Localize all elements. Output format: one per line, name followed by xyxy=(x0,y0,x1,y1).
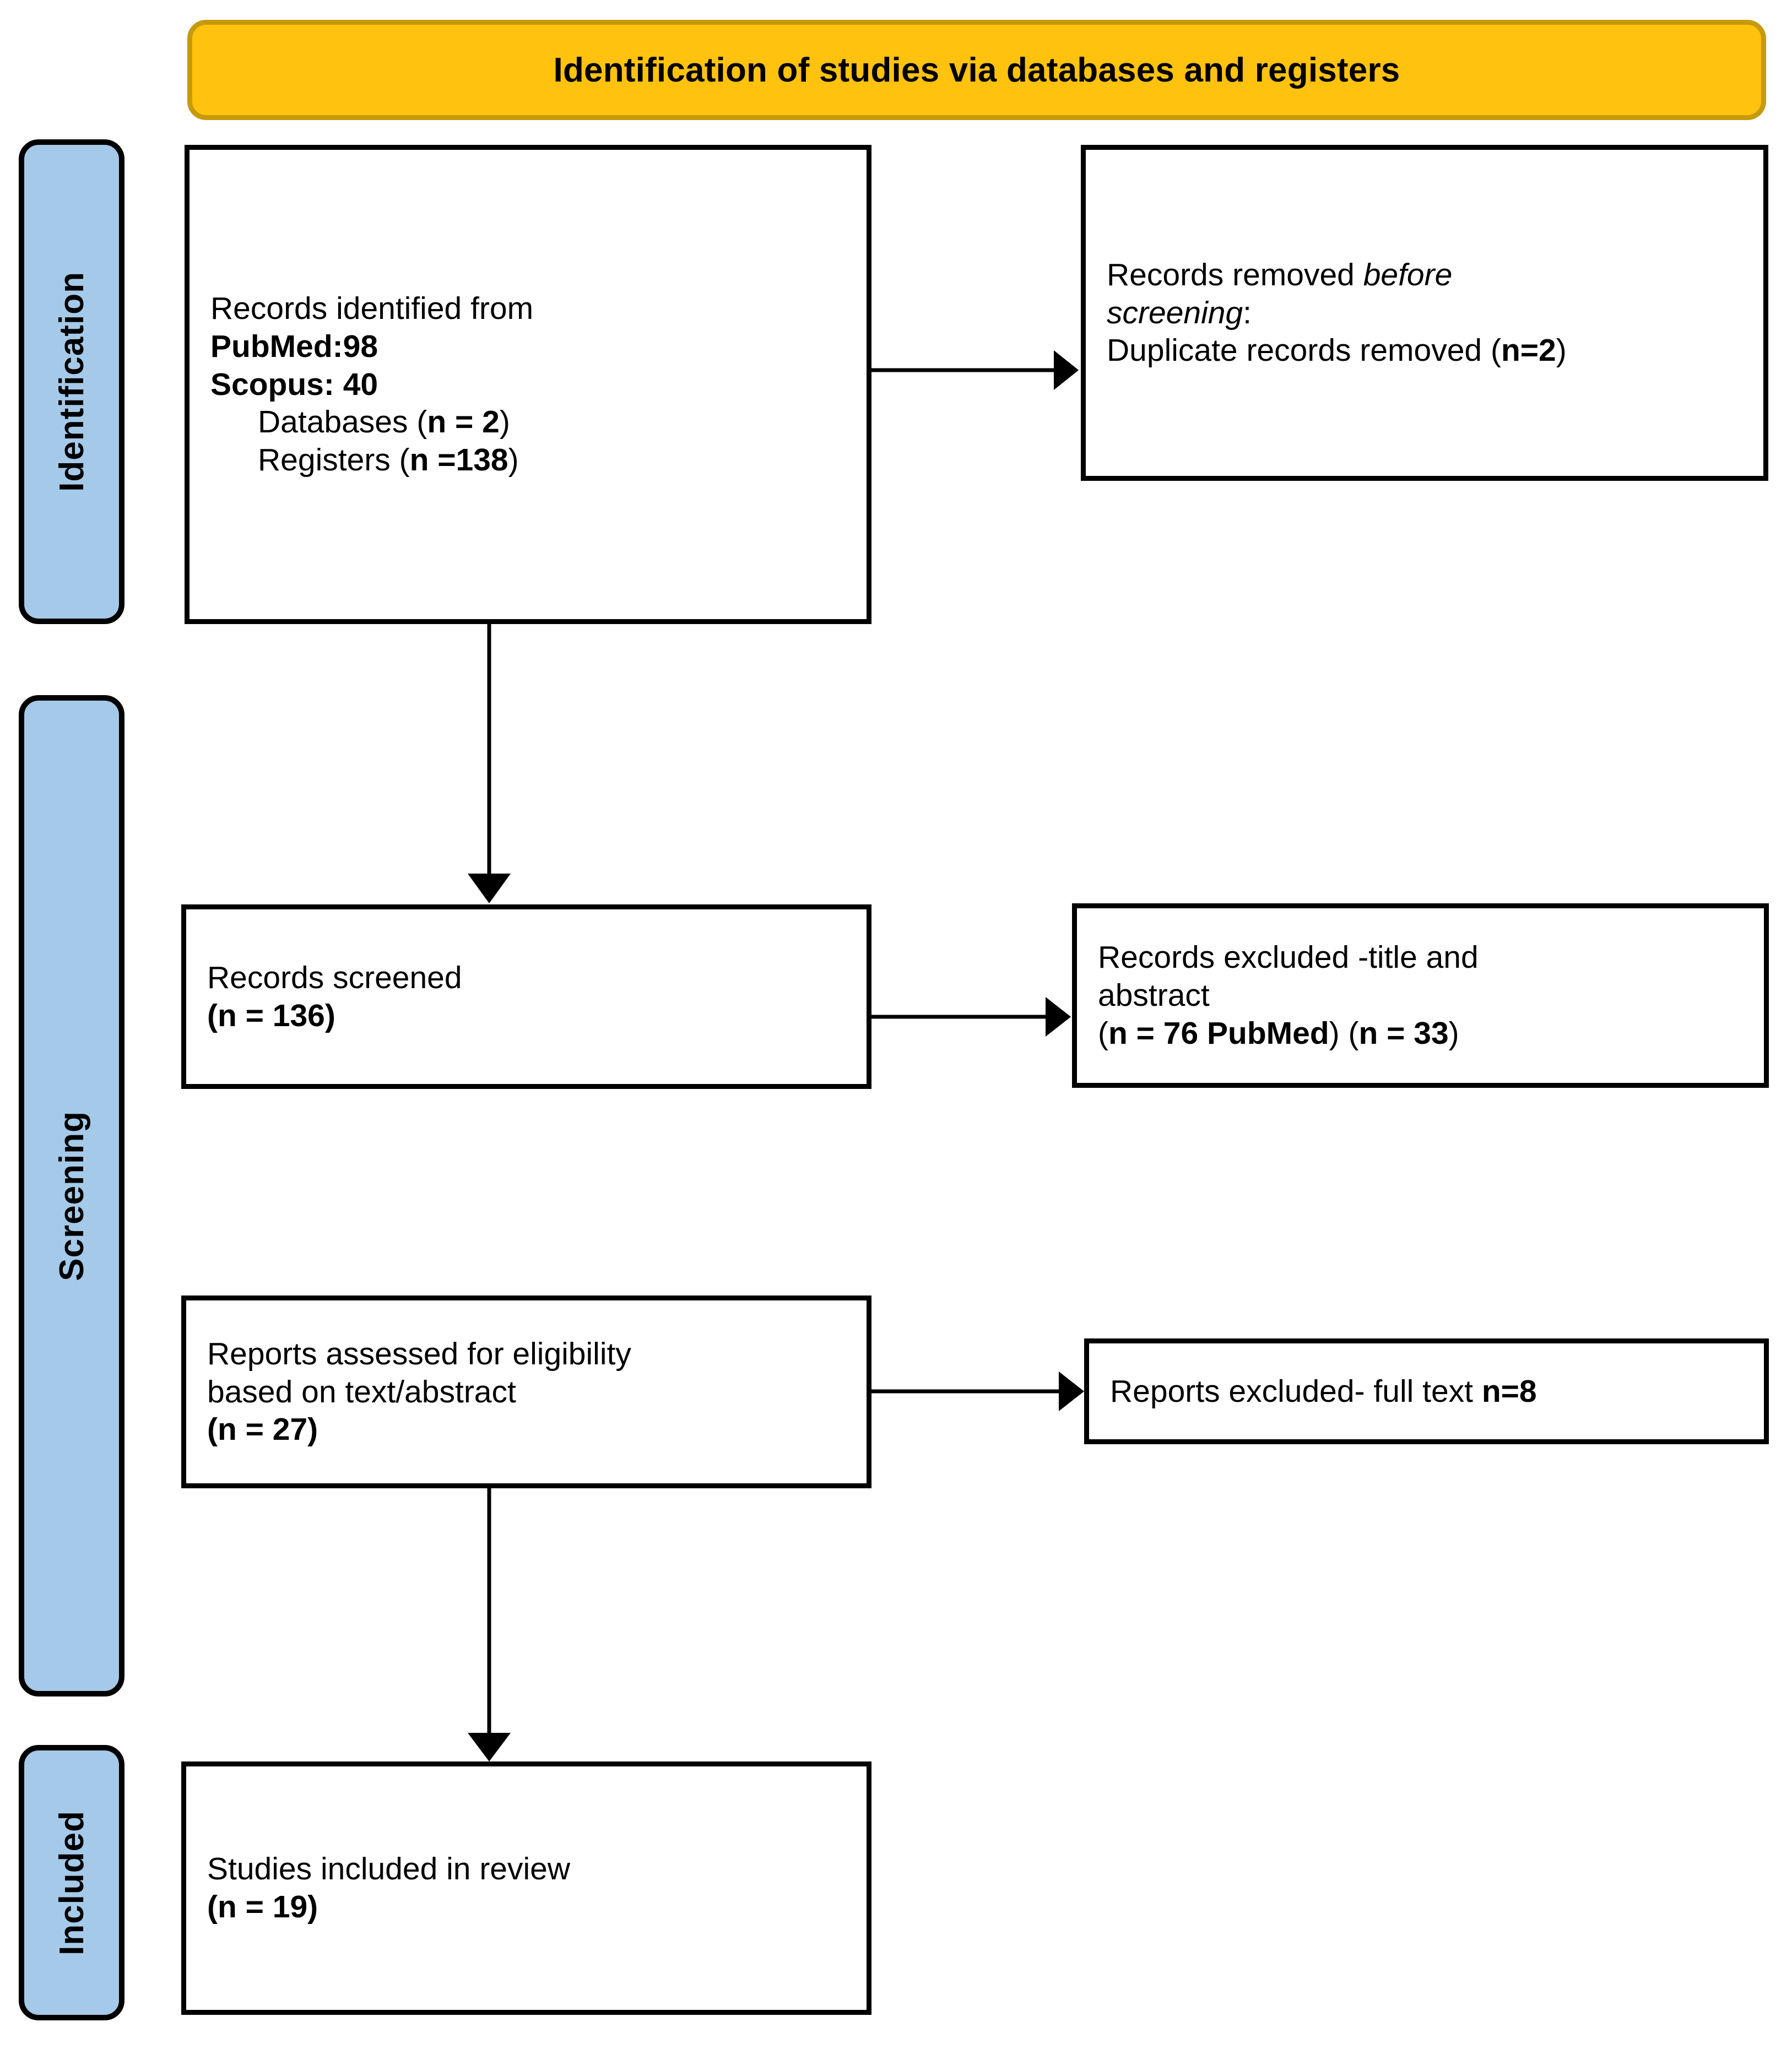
box-line-tail: : xyxy=(1243,295,1252,330)
box-line: (n = 76 PubMed) (n = 33) xyxy=(1098,1015,1743,1053)
diagram-title: Identification of studies via databases … xyxy=(553,51,1400,89)
box-line-text: ) ( xyxy=(1329,1015,1359,1051)
arrow-identified-to-removed xyxy=(871,350,1079,390)
box-line-text: ( xyxy=(1098,1015,1108,1051)
box-line-emph: PubMed:98 xyxy=(210,328,378,364)
arrow-screened-to-excluded-title-abstract xyxy=(871,997,1071,1037)
box-line-emph: n = 33 xyxy=(1358,1015,1449,1051)
box-line-tail: ) xyxy=(508,442,519,478)
box-line-emph: n=8 xyxy=(1481,1373,1537,1409)
box-line-text: Reports excluded- full text xyxy=(1110,1373,1482,1409)
box-line: Records excluded -title and xyxy=(1098,940,1479,975)
box-line: Databases (n = 2) xyxy=(210,403,846,441)
stage-bar-identification: Identification xyxy=(19,139,124,624)
box-line: based on text/abstract xyxy=(207,1374,516,1410)
box-line: (n = 136) xyxy=(207,997,846,1035)
arrow-identified-to-screened xyxy=(468,624,511,903)
box-line: Duplicate records removed (n=2) xyxy=(1107,332,1742,370)
stage-bar-screening: Screening xyxy=(19,695,124,1696)
box-records-excluded-title-abstract: Records excluded -title and abstract (n … xyxy=(1072,903,1769,1088)
stage-label-screening: Screening xyxy=(52,1110,91,1281)
box-line-italic: screening xyxy=(1107,295,1243,330)
diagram-header-banner: Identification of studies via databases … xyxy=(187,20,1766,120)
box-line-text: Databases ( xyxy=(258,404,427,440)
box-line: Registers (n =138) xyxy=(210,441,846,479)
box-line: Records removed before xyxy=(1107,256,1742,294)
stage-label-identification: Identification xyxy=(52,272,91,492)
box-line: PubMed:98 xyxy=(210,328,846,366)
box-line-text: Records removed xyxy=(1107,257,1363,292)
box-line-emph: (n = 136) xyxy=(207,998,335,1033)
box-line: Records identified from xyxy=(210,290,534,326)
box-line-emph: (n = 27) xyxy=(207,1412,318,1448)
box-line: Records screened xyxy=(207,960,462,995)
box-line: screening: xyxy=(1107,294,1742,332)
box-records-screened: Records screened (n = 136) xyxy=(181,904,871,1089)
box-line-tail: ) xyxy=(1556,333,1567,368)
box-records-identified: Records identified from PubMed:98 Scopus… xyxy=(185,145,871,624)
box-line-tail: ) xyxy=(1448,1015,1459,1051)
box-line-text: Duplicate records removed ( xyxy=(1107,333,1501,368)
arrow-eligibility-to-included xyxy=(468,1488,511,1761)
box-line-italic: before xyxy=(1363,257,1453,292)
box-line: Scopus: 40 xyxy=(210,366,846,404)
box-line-emph: n = 2 xyxy=(427,404,500,440)
box-line-emph: n=2 xyxy=(1501,333,1556,368)
arrow-eligibility-to-excluded-full-text xyxy=(871,1372,1084,1411)
box-line-text: Registers ( xyxy=(258,442,410,478)
box-line: Reports excluded- full text n=8 xyxy=(1110,1373,1743,1411)
box-line-tail: ) xyxy=(499,404,510,440)
box-records-removed-before-screening: Records removed before screening: Duplic… xyxy=(1081,145,1768,481)
box-studies-included-in-review: Studies included in review (n = 19) xyxy=(181,1761,871,2015)
box-reports-assessed-eligibility: Reports assessed for eligibility based o… xyxy=(181,1295,871,1488)
box-line-emph: Scopus: 40 xyxy=(210,366,378,402)
stage-bar-included: Included xyxy=(19,1745,124,2020)
box-line-emph: n = 76 PubMed xyxy=(1108,1015,1329,1051)
box-line: (n = 27) xyxy=(207,1411,846,1449)
box-line-emph: n =138 xyxy=(409,442,508,478)
box-line: Reports assessed for eligibility xyxy=(207,1336,631,1372)
box-line: (n = 19) xyxy=(207,1888,846,1926)
box-line: abstract xyxy=(1098,978,1210,1013)
box-line: Studies included in review xyxy=(207,1851,571,1887)
box-line-emph: (n = 19) xyxy=(207,1889,318,1925)
stage-label-included: Included xyxy=(52,1810,91,1955)
box-reports-excluded-full-text: Reports excluded- full text n=8 xyxy=(1084,1338,1769,1444)
